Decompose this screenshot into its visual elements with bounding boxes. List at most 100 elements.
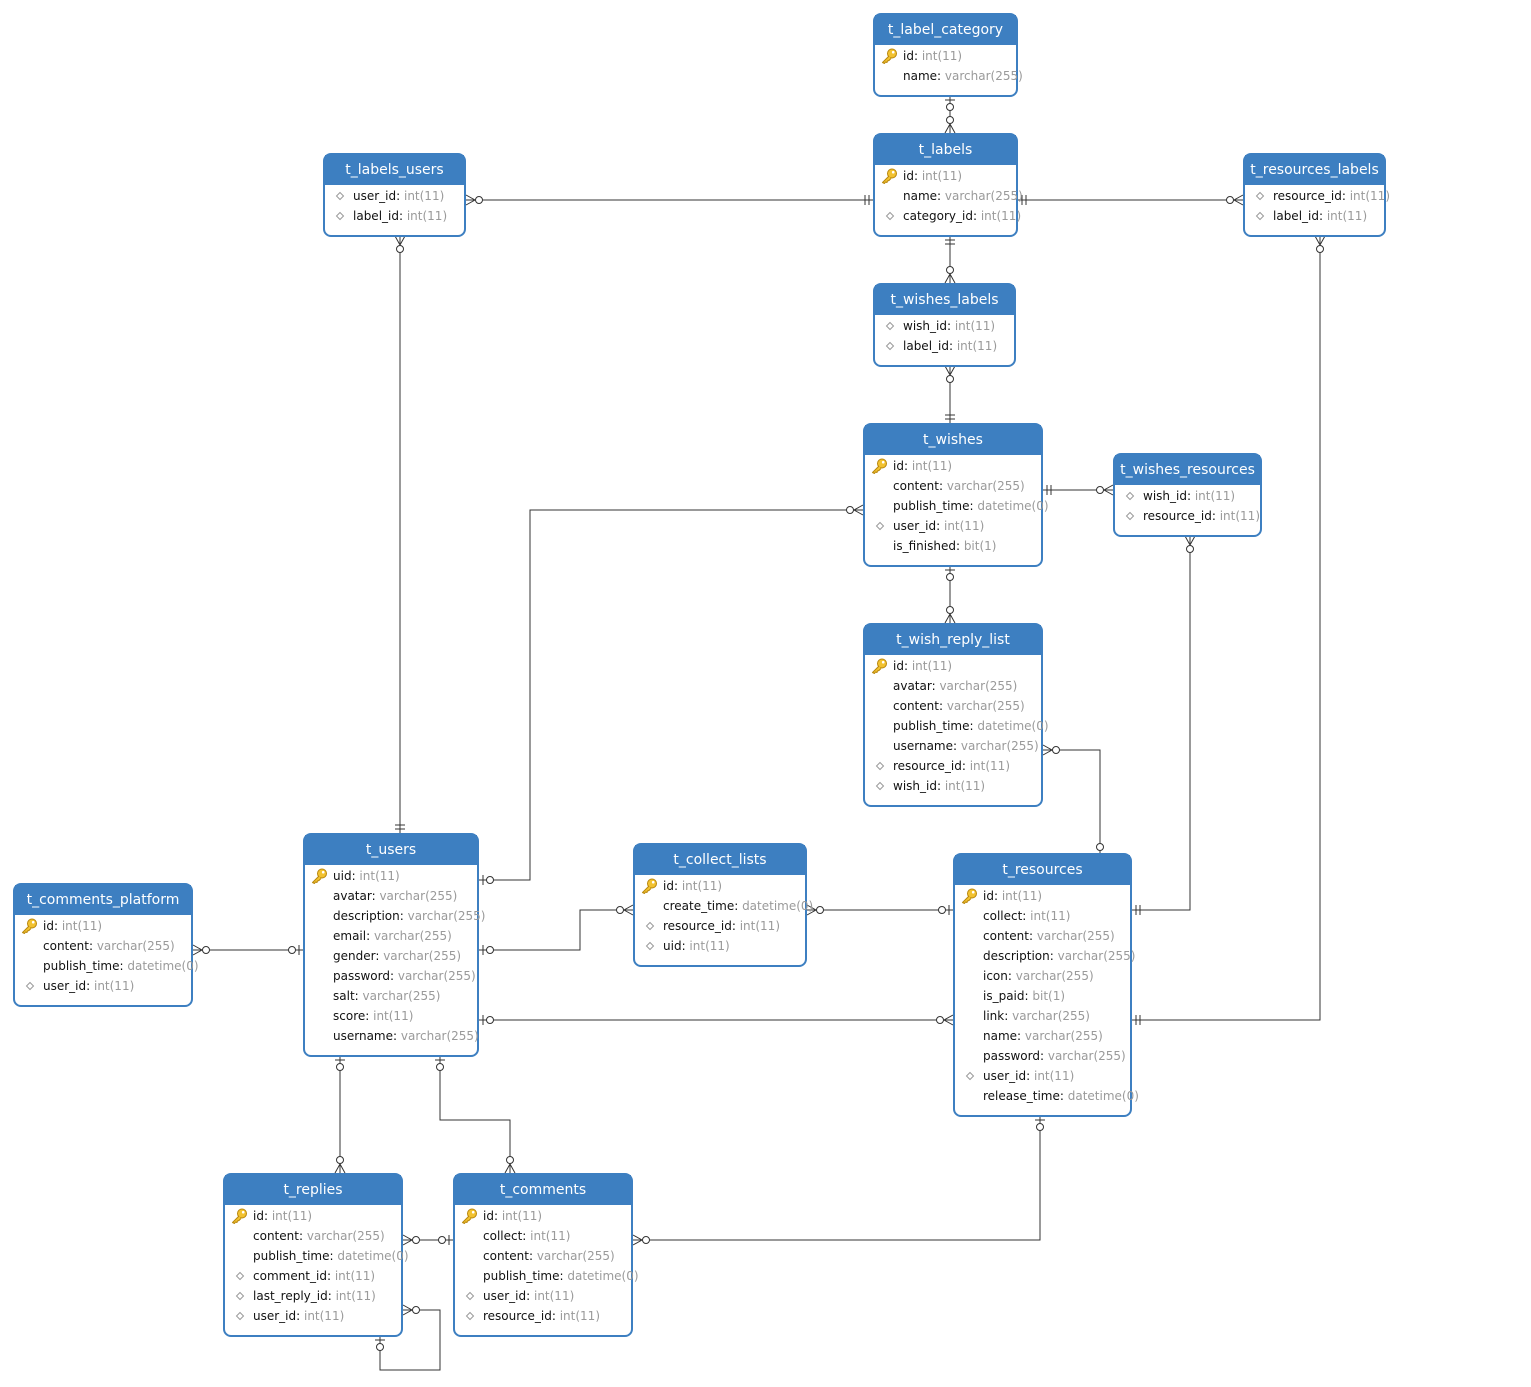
- field-row[interactable]: icon: varchar(255): [955, 966, 1130, 986]
- field-row[interactable]: username: varchar(255): [305, 1026, 479, 1046]
- field-name: id: [483, 1209, 494, 1223]
- table-title[interactable]: t_wish_reply_list: [865, 625, 1041, 655]
- field-row[interactable]: wish_id: int(11): [865, 776, 1041, 796]
- field-row[interactable]: user_id: int(11): [455, 1286, 631, 1306]
- field-name: resource_id: [893, 759, 962, 773]
- field-row[interactable]: content: varchar(255): [955, 926, 1130, 946]
- field-row[interactable]: avatar: varchar(255): [865, 676, 1041, 696]
- field-row[interactable]: id: int(11): [875, 166, 1016, 186]
- field-row[interactable]: release_time: datetime(0): [955, 1086, 1139, 1106]
- field-row[interactable]: content: varchar(255): [865, 476, 1041, 496]
- field-row[interactable]: user_id: int(11): [325, 186, 464, 206]
- field-row[interactable]: comment_id: int(11): [225, 1266, 401, 1286]
- table-title[interactable]: t_comments_platform: [15, 885, 191, 915]
- table-title[interactable]: t_resources: [955, 855, 1130, 885]
- field-row[interactable]: resource_id: int(11): [455, 1306, 631, 1326]
- field-type: int(11): [403, 189, 445, 203]
- field-row[interactable]: user_id: int(11): [865, 516, 1041, 536]
- field-row[interactable]: publish_time: datetime(0): [865, 496, 1049, 516]
- field-row[interactable]: is_finished: bit(1): [865, 536, 1041, 556]
- field-row[interactable]: name: varchar(255): [875, 186, 1023, 206]
- table-title[interactable]: t_labels_users: [325, 155, 464, 185]
- field-row[interactable]: id: int(11): [865, 456, 1041, 476]
- field-row[interactable]: publish_time: datetime(0): [865, 716, 1049, 736]
- field-row[interactable]: wish_id: int(11): [875, 316, 1014, 336]
- field-row[interactable]: wish_id: int(11): [1115, 486, 1260, 506]
- field-row[interactable]: avatar: varchar(255): [305, 886, 477, 906]
- field-row[interactable]: name: varchar(255): [955, 1026, 1130, 1046]
- field-row[interactable]: content: varchar(255): [225, 1226, 401, 1246]
- table-title[interactable]: t_comments: [455, 1175, 631, 1205]
- table-title[interactable]: t_wishes: [865, 425, 1041, 455]
- field-row[interactable]: id: int(11): [455, 1206, 631, 1226]
- table-title[interactable]: t_wishes_resources: [1115, 455, 1260, 485]
- field-row[interactable]: label_id: int(11): [325, 206, 464, 226]
- field-row[interactable]: collect: int(11): [455, 1226, 631, 1246]
- field-row[interactable]: id: int(11): [865, 656, 1041, 676]
- field-row[interactable]: email: varchar(255): [305, 926, 477, 946]
- field-separator: :: [937, 189, 945, 203]
- field-row[interactable]: resource_id: int(11): [635, 916, 805, 936]
- field-row[interactable]: id: int(11): [635, 876, 805, 896]
- field-row[interactable]: is_paid: bit(1): [955, 986, 1130, 1006]
- field-row[interactable]: content: varchar(255): [455, 1246, 631, 1266]
- field-row[interactable]: publish_time: datetime(0): [455, 1266, 639, 1286]
- table-title[interactable]: t_collect_lists: [635, 845, 805, 875]
- field-row[interactable]: uid: int(11): [305, 866, 477, 886]
- field-row[interactable]: label_id: int(11): [1245, 206, 1384, 226]
- field-row[interactable]: password: varchar(255): [955, 1046, 1130, 1066]
- field-row[interactable]: user_id: int(11): [225, 1306, 401, 1326]
- table-title[interactable]: t_users: [305, 835, 477, 865]
- field-row[interactable]: score: int(11): [305, 1006, 477, 1026]
- field-row[interactable]: collect: int(11): [955, 906, 1130, 926]
- field-row[interactable]: category_id: int(11): [875, 206, 1021, 226]
- table-title[interactable]: t_resources_labels: [1245, 155, 1384, 185]
- field-row[interactable]: user_id: int(11): [15, 976, 191, 996]
- table-title[interactable]: t_label_category: [875, 15, 1016, 45]
- cardinality-circle: [376, 1343, 384, 1351]
- field-row[interactable]: content: varchar(255): [865, 696, 1041, 716]
- field-row[interactable]: resource_id: int(11): [1245, 186, 1390, 206]
- field-row[interactable]: link: varchar(255): [955, 1006, 1130, 1026]
- field-row[interactable]: resource_id: int(11): [1115, 506, 1260, 526]
- field-row[interactable]: last_reply_id: int(11): [225, 1286, 401, 1306]
- field-row[interactable]: resource_id: int(11): [865, 756, 1041, 776]
- field-row[interactable]: gender: varchar(255): [305, 946, 477, 966]
- table-title[interactable]: t_labels: [875, 135, 1016, 165]
- field-row[interactable]: id: int(11): [955, 886, 1130, 906]
- table-title[interactable]: t_wishes_labels: [875, 285, 1014, 315]
- field-row[interactable]: description: varchar(255): [305, 906, 485, 926]
- field-list: wish_id: int(11)resource_id: int(11): [1115, 485, 1260, 526]
- field-row[interactable]: description: varchar(255): [955, 946, 1135, 966]
- field-row[interactable]: id: int(11): [875, 46, 1016, 66]
- field-row[interactable]: username: varchar(255): [865, 736, 1041, 756]
- field-row[interactable]: label_id: int(11): [875, 336, 1014, 356]
- field-row[interactable]: user_id: int(11): [955, 1066, 1130, 1086]
- field-row[interactable]: uid: int(11): [635, 936, 805, 956]
- field-row[interactable]: publish_time: datetime(0): [15, 956, 199, 976]
- field-row[interactable]: id: int(11): [15, 916, 191, 936]
- field-row[interactable]: id: int(11): [225, 1206, 401, 1226]
- field-row[interactable]: content: varchar(255): [15, 936, 191, 956]
- field-name: avatar: [333, 889, 372, 903]
- field-row[interactable]: create_time: datetime(0): [635, 896, 813, 916]
- field-row[interactable]: salt: varchar(255): [305, 986, 477, 1006]
- field-row[interactable]: publish_time: datetime(0): [225, 1246, 409, 1266]
- field-row[interactable]: password: varchar(255): [305, 966, 477, 986]
- table-title[interactable]: t_replies: [225, 1175, 401, 1205]
- field-row[interactable]: name: varchar(255): [875, 66, 1023, 86]
